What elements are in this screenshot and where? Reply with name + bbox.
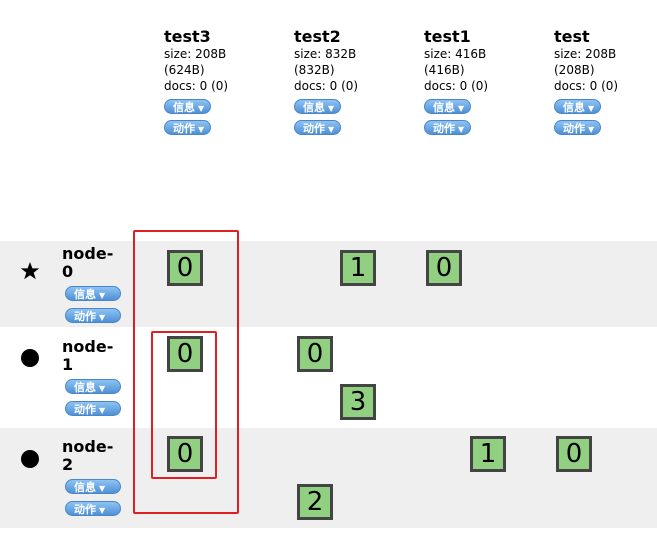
chevron-down-icon: ▼ bbox=[328, 104, 335, 113]
chevron-down-icon: ▼ bbox=[99, 406, 106, 415]
index-info-button[interactable]: 信息▼ bbox=[294, 99, 342, 114]
index-info-button[interactable]: 信息▼ bbox=[554, 99, 602, 114]
index-docs: docs: 0 (0) bbox=[554, 79, 619, 93]
highlight-box-outer bbox=[133, 230, 239, 514]
shard-test2-node1[interactable]: 3 bbox=[340, 384, 376, 420]
chevron-down-icon: ▼ bbox=[328, 125, 335, 134]
index-size-total: (832B) bbox=[294, 63, 335, 77]
index-size: size: 832B bbox=[294, 47, 357, 61]
circle-icon bbox=[21, 450, 39, 468]
chevron-down-icon: ▼ bbox=[198, 104, 205, 113]
index-docs: docs: 0 (0) bbox=[424, 79, 489, 93]
node-name: node- 1 bbox=[62, 337, 114, 374]
index-size: size: 208B bbox=[164, 47, 227, 61]
index-info-button[interactable]: 信息▼ bbox=[164, 99, 212, 114]
chevron-down-icon: ▼ bbox=[588, 125, 595, 134]
node-info-button[interactable]: 信息▼ bbox=[65, 286, 121, 301]
index-name: test2 bbox=[294, 27, 341, 46]
node-info-button[interactable]: 信息▼ bbox=[65, 479, 121, 494]
index-size: size: 416B bbox=[424, 47, 487, 61]
shard-test1-node0[interactable]: 0 bbox=[426, 250, 462, 286]
shard-test3-node1[interactable]: 0 bbox=[167, 336, 203, 372]
chevron-down-icon: ▼ bbox=[99, 484, 106, 493]
node-name: node- 2 bbox=[62, 437, 114, 474]
node-controls: 信息▼ 动作▼ bbox=[65, 479, 121, 523]
index-actions-button[interactable]: 动作▼ bbox=[164, 120, 212, 135]
shard-test1-node2[interactable]: 1 bbox=[470, 436, 506, 472]
index-actions-button[interactable]: 动作▼ bbox=[294, 120, 342, 135]
index-size-total: (416B) bbox=[424, 63, 465, 77]
chevron-down-icon: ▼ bbox=[458, 104, 465, 113]
index-column-test: test size: 208B (208B) docs: 0 (0) 信息▼ 动… bbox=[554, 28, 654, 136]
index-docs: docs: 0 (0) bbox=[294, 79, 359, 93]
node-controls: 信息▼ 动作▼ bbox=[65, 286, 121, 330]
index-actions-button[interactable]: 动作▼ bbox=[424, 120, 472, 135]
index-size: size: 208B bbox=[554, 47, 617, 61]
chevron-down-icon: ▼ bbox=[99, 506, 106, 515]
index-column-test1: test1 size: 416B (416B) docs: 0 (0) 信息▼ … bbox=[424, 28, 544, 136]
chevron-down-icon: ▼ bbox=[198, 125, 205, 134]
node-actions-button[interactable]: 动作▼ bbox=[65, 501, 121, 516]
shard-test2-node0[interactable]: 1 bbox=[340, 250, 376, 286]
chevron-down-icon: ▼ bbox=[99, 313, 106, 322]
node-actions-button[interactable]: 动作▼ bbox=[65, 401, 121, 416]
index-name: test1 bbox=[424, 27, 471, 46]
chevron-down-icon: ▼ bbox=[458, 125, 465, 134]
node-actions-button[interactable]: 动作▼ bbox=[65, 308, 121, 323]
chevron-down-icon: ▼ bbox=[99, 384, 106, 393]
index-column-test2: test2 size: 832B (832B) docs: 0 (0) 信息▼ … bbox=[294, 28, 414, 136]
shard-test-node2[interactable]: 0 bbox=[556, 436, 592, 472]
index-size-total: (624B) bbox=[164, 63, 205, 77]
index-column-test3: test3 size: 208B (624B) docs: 0 (0) 信息▼ … bbox=[164, 28, 284, 136]
index-size-total: (208B) bbox=[554, 63, 595, 77]
shard-test3-node2[interactable]: 0 bbox=[167, 436, 203, 472]
circle-icon bbox=[21, 349, 39, 367]
star-icon bbox=[20, 262, 40, 280]
shard-test2-node2[interactable]: 2 bbox=[297, 484, 333, 520]
node-info-button[interactable]: 信息▼ bbox=[65, 379, 121, 394]
index-docs: docs: 0 (0) bbox=[164, 79, 229, 93]
chevron-down-icon: ▼ bbox=[99, 291, 106, 300]
index-actions-button[interactable]: 动作▼ bbox=[554, 120, 602, 135]
index-name: test3 bbox=[164, 27, 211, 46]
chevron-down-icon: ▼ bbox=[588, 104, 595, 113]
index-info-button[interactable]: 信息▼ bbox=[424, 99, 472, 114]
node-name: node- 0 bbox=[62, 244, 114, 281]
node-controls: 信息▼ 动作▼ bbox=[65, 379, 121, 423]
index-name: test bbox=[554, 27, 590, 46]
shard-test2-node1[interactable]: 0 bbox=[297, 336, 333, 372]
highlight-box-inner bbox=[151, 331, 217, 479]
shard-test3-node0[interactable]: 0 bbox=[167, 250, 203, 286]
